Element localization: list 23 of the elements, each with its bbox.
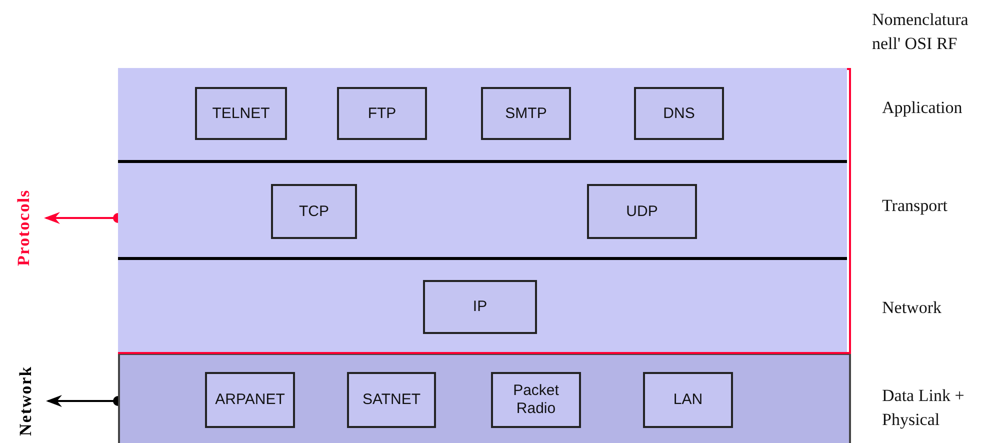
layer-band [118, 257, 847, 352]
layer-name: Data Link + Physical [882, 385, 966, 431]
layer-name: Transport [882, 195, 948, 217]
column-heading: Nomenclatura nell' OSI RF [872, 9, 970, 55]
protocol-box: IP [423, 280, 537, 334]
protocol-box: SMTP [481, 87, 571, 140]
protocol-box: ARPANET [205, 372, 295, 428]
protocol-box: UDP [587, 184, 697, 239]
protocol-box: SATNET [347, 372, 436, 428]
side-label: Protocols [10, 176, 38, 280]
layer-band [118, 68, 847, 160]
layer-band [118, 353, 851, 443]
protocol-box: Packet Radio [491, 372, 581, 428]
layer-name: Application [882, 97, 964, 119]
protocol-box: FTP [337, 87, 427, 140]
protocol-box: LAN [643, 372, 733, 428]
layer-name: Network [882, 297, 942, 319]
protocol-box: DNS [634, 87, 724, 140]
layer-band [118, 160, 847, 257]
layer-frame [118, 68, 851, 354]
protocol-box: TCP [271, 184, 357, 239]
protocol-box: TELNET [195, 87, 287, 140]
side-label: Network [12, 358, 40, 443]
